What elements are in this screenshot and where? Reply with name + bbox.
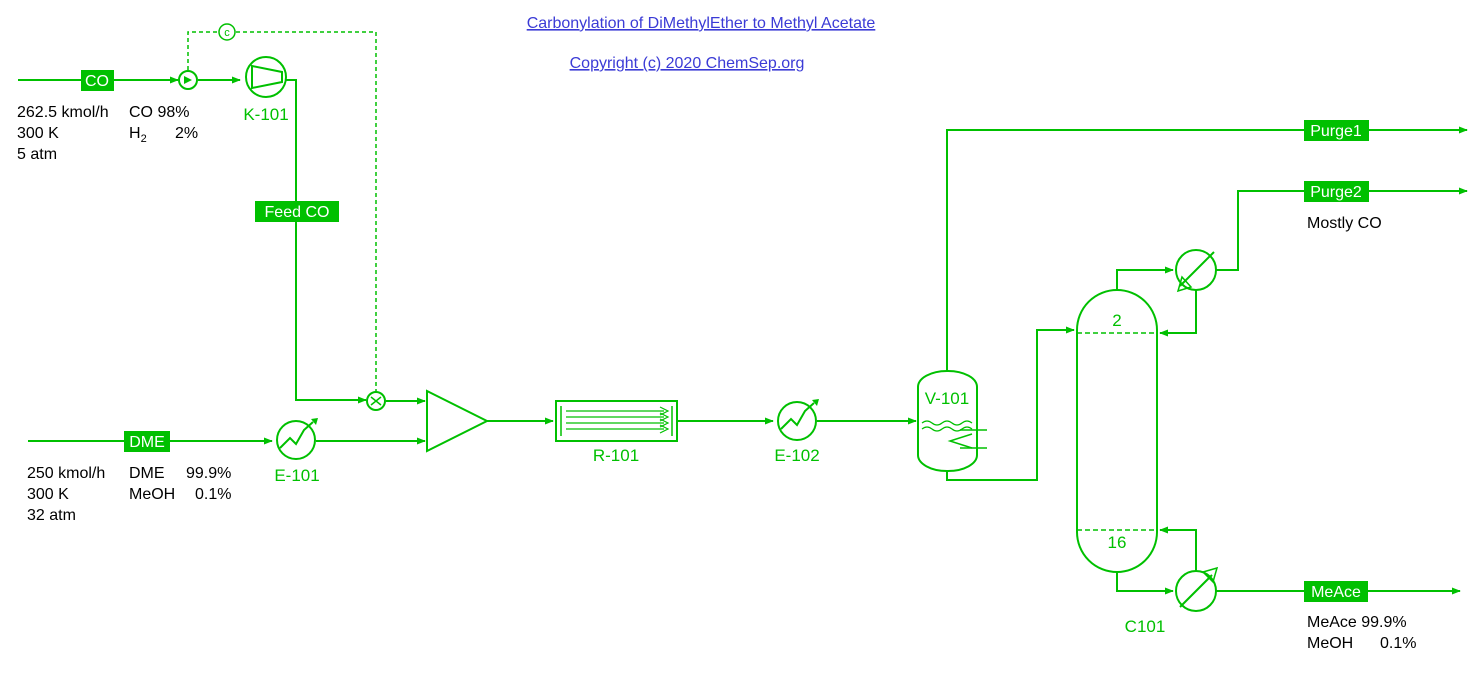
meace-stream-tag[interactable]: MeAce — [1304, 581, 1368, 602]
e101-label: E-101 — [274, 466, 319, 485]
k101-label: K-101 — [243, 105, 288, 124]
co-control-valve-icon[interactable] — [178, 70, 198, 90]
v101-label: V-101 — [925, 389, 969, 408]
cooler-e102-icon[interactable] — [777, 399, 819, 441]
svg-text:DME: DME — [129, 434, 165, 451]
controller-signal-line-right — [236, 31, 377, 393]
purge2-stream-tag[interactable]: Purge2 — [1304, 181, 1369, 202]
co-comp2-value: 2% — [175, 125, 198, 142]
mixer-icon[interactable] — [426, 389, 490, 453]
dme-comp1-value: 99.9% — [186, 465, 231, 482]
svg-text:CO: CO — [85, 73, 109, 90]
purge1-stream-line — [946, 126, 1468, 371]
feed-co-valve-icon[interactable] — [366, 391, 386, 411]
dme-pressure: 32 atm — [27, 507, 76, 524]
compressor-k101-icon[interactable] — [245, 56, 287, 98]
feed-co-stream-line — [286, 79, 367, 404]
condenser-icon[interactable] — [1175, 249, 1217, 293]
flash-vessel-v101-icon[interactable] — [917, 370, 987, 472]
dme-comp2-value: 0.1% — [195, 486, 231, 503]
product-comp2-name: MeOH — [1307, 635, 1353, 652]
svg-text:Purge2: Purge2 — [1310, 184, 1362, 201]
distillation-column-c101-icon[interactable] — [1076, 289, 1158, 573]
co-stream-tag[interactable]: CO — [81, 70, 114, 91]
dme-temp: 300 K — [27, 486, 69, 503]
svg-text:Feed CO: Feed CO — [265, 204, 330, 221]
svg-text:Purge1: Purge1 — [1310, 123, 1362, 140]
co-temp: 300 K — [17, 125, 59, 142]
co-comp2-name: H2 — [129, 125, 147, 145]
c101-label: C101 — [1125, 617, 1166, 636]
dme-stream-tag[interactable]: DME — [124, 431, 170, 452]
boilup-line — [1159, 526, 1197, 571]
heater-e101-icon[interactable] — [276, 418, 318, 460]
reflux-line — [1159, 290, 1197, 337]
svg-text:c: c — [224, 27, 230, 39]
feed-co-stream-tag[interactable]: Feed CO — [255, 201, 339, 222]
column-overhead-line — [1116, 266, 1174, 290]
product-comp1: MeAce 99.9% — [1307, 614, 1407, 631]
controller-signal-line-left — [187, 31, 218, 70]
title-link[interactable]: Carbonylation of DiMethylEther to Methyl… — [527, 15, 876, 32]
product-comp2-value: 0.1% — [1380, 635, 1416, 652]
column-bottoms-line — [1116, 572, 1174, 595]
co-flow: 262.5 kmol/h — [17, 104, 109, 121]
dme-comp1-name: DME — [129, 465, 165, 482]
purge2-note: Mostly CO — [1307, 215, 1382, 232]
co-comp1: CO 98% — [129, 104, 189, 121]
svg-text:MeAce: MeAce — [1311, 584, 1361, 601]
reboiler-icon[interactable] — [1175, 566, 1219, 612]
dme-flow: 250 kmol/h — [27, 465, 105, 482]
dme-comp2-name: MeOH — [129, 486, 175, 503]
flash-liquid-to-column-line — [946, 326, 1075, 481]
flow-controller-icon[interactable]: c — [218, 23, 236, 41]
co-pressure: 5 atm — [17, 146, 57, 163]
copyright-link[interactable]: Copyright (c) 2020 ChemSep.org — [570, 55, 805, 72]
tray-bottom-label: 16 — [1108, 533, 1127, 552]
e102-label: E-102 — [774, 446, 819, 465]
purge1-stream-tag[interactable]: Purge1 — [1304, 120, 1369, 141]
r101-label: R-101 — [593, 446, 639, 465]
reactor-r101-icon[interactable] — [555, 400, 678, 442]
tray-top-label: 2 — [1112, 311, 1121, 330]
